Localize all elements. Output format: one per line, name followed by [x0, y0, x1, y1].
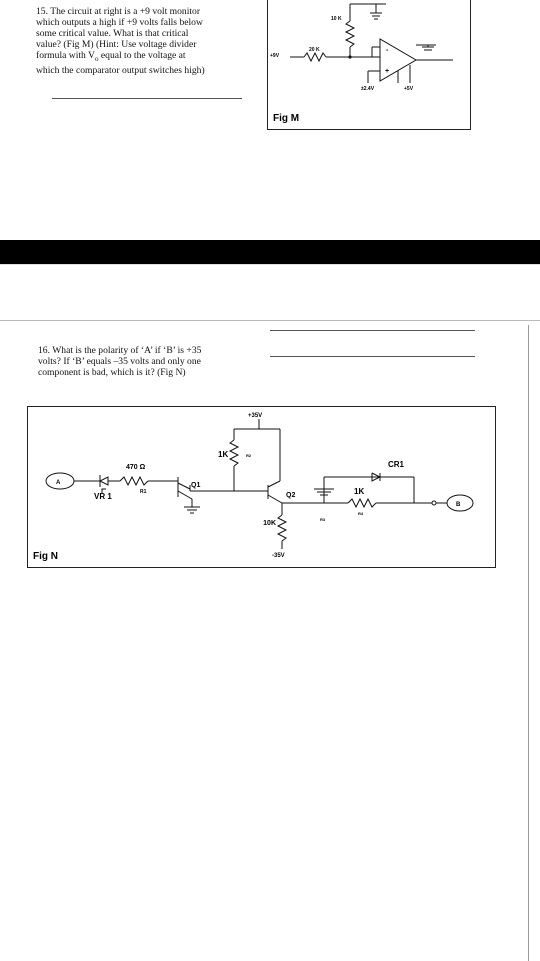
- fig-n-r2-label: R2: [246, 453, 252, 458]
- terminal-b: [446, 494, 474, 512]
- fig-n-q2-label: Q2: [286, 492, 295, 499]
- fig-n-470-label: 470 Ω: [126, 464, 146, 471]
- fig-n-r3-label: R3: [320, 517, 326, 522]
- fig-m-vin-label: +9V: [270, 53, 280, 59]
- fig-n-schematic: A B +35V 1K R2 470 Ω R1 VR 1 Q1 Q2 CR1 1…: [33, 413, 474, 562]
- fig-m-vpos-label: +5V: [404, 86, 414, 92]
- q15-text: 15. The circuit at right is a +9 volt mo…: [36, 6, 203, 61]
- fig-m-20k-label: 20 K: [309, 47, 320, 53]
- page-edge-line: [0, 320, 540, 321]
- q16-answer-line-1[interactable]: [270, 330, 475, 331]
- fig-n-label: Fig N: [33, 551, 58, 562]
- fig-n-neg35v-label: -35V: [272, 553, 285, 559]
- page-top: 15. The circuit at right is a +9 volt mo…: [0, 0, 540, 240]
- fig-m-10k-label: 10 K: [331, 16, 342, 22]
- fig-m-plus-sign: +: [385, 68, 389, 75]
- fig-n-q1-label: Q1: [191, 482, 200, 489]
- page-separator-band: [0, 240, 540, 264]
- fig-n-r4-value: 1K: [354, 487, 364, 496]
- fig-n-vr1-label: VR 1: [94, 492, 112, 501]
- q16-answer-line-2[interactable]: [270, 356, 475, 357]
- q15-sub: o: [94, 54, 99, 63]
- terminal-a: [45, 472, 75, 490]
- fig-m-label: Fig M: [273, 113, 299, 124]
- terminal-b-label: B: [456, 502, 461, 508]
- q15-text2: equal to the voltage at which the compar…: [36, 50, 205, 76]
- question-16: 16. What is the polarity of ‘A’ if ‘B’ i…: [38, 345, 248, 378]
- terminal-a-label: A: [56, 480, 61, 486]
- q15-answer-line[interactable]: [52, 98, 242, 99]
- fig-n-r2-value: 1K: [218, 450, 228, 459]
- fig-m-schematic: 10 K 20 K +9V - + ±2.4V +5V Fig M: [270, 3, 453, 124]
- page-right-edge: [528, 325, 529, 961]
- fig-n-cr1-label: CR1: [388, 460, 405, 469]
- fig-m: 10 K 20 K +9V - + ±2.4V +5V Fig M: [267, 0, 471, 130]
- question-15: 15. The circuit at right is a +9 volt mo…: [36, 6, 256, 76]
- fig-m-vneg-label: ±2.4V: [361, 86, 375, 92]
- fig-n-r4-label: R4: [358, 511, 364, 516]
- fig-n-35v-label: +35V: [248, 413, 262, 419]
- fig-n: A B +35V 1K R2 470 Ω R1 VR 1 Q1 Q2 CR1 1…: [27, 406, 496, 568]
- q16-text: 16. What is the polarity of ‘A’ if ‘B’ i…: [38, 345, 202, 378]
- fig-n-r1-label: R1: [140, 489, 147, 495]
- page-bottom: [0, 264, 540, 961]
- fig-n-10k-label: 10K: [263, 520, 276, 527]
- fig-m-minus-sign: -: [386, 47, 389, 54]
